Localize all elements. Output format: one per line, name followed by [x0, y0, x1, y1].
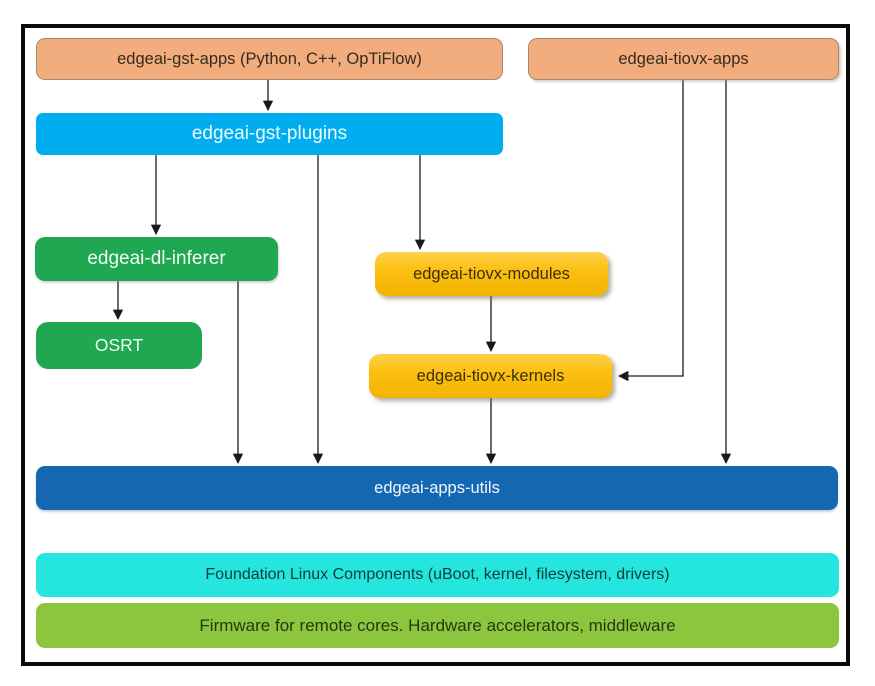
- node-edgeai-gst-apps-label: edgeai-gst-apps (Python, C++, OpTiFlow): [117, 49, 422, 68]
- node-edgeai-dl-inferer-label: edgeai-dl-inferer: [87, 248, 226, 270]
- node-edgeai-tiovx-kernels-label: edgeai-tiovx-kernels: [416, 366, 565, 385]
- node-foundation-linux-components-label: Foundation Linux Components (uBoot, kern…: [205, 565, 670, 583]
- diagram-border: [21, 24, 850, 666]
- node-firmware-remote-cores-label: Firmware for remote cores. Hardware acce…: [199, 615, 676, 635]
- node-edgeai-apps-utils: edgeai-apps-utils: [36, 466, 838, 510]
- node-edgeai-apps-utils-label: edgeai-apps-utils: [374, 478, 500, 497]
- node-edgeai-tiovx-modules-label: edgeai-tiovx-modules: [413, 264, 570, 283]
- node-edgeai-tiovx-modules: edgeai-tiovx-modules: [375, 252, 608, 296]
- node-osrt-label: OSRT: [94, 335, 144, 356]
- node-firmware-remote-cores: Firmware for remote cores. Hardware acce…: [36, 603, 839, 648]
- node-edgeai-dl-inferer: edgeai-dl-inferer: [35, 237, 278, 281]
- node-foundation-linux-components: Foundation Linux Components (uBoot, kern…: [36, 553, 839, 597]
- node-edgeai-tiovx-apps: edgeai-tiovx-apps: [528, 38, 839, 80]
- node-edgeai-tiovx-kernels: edgeai-tiovx-kernels: [369, 354, 612, 398]
- node-osrt: OSRT: [36, 322, 202, 369]
- node-edgeai-gst-apps: edgeai-gst-apps (Python, C++, OpTiFlow): [36, 38, 503, 80]
- node-edgeai-tiovx-apps-label: edgeai-tiovx-apps: [618, 49, 749, 68]
- node-edgeai-gst-plugins: edgeai-gst-plugins: [36, 113, 503, 155]
- node-edgeai-gst-plugins-label: edgeai-gst-plugins: [191, 123, 348, 145]
